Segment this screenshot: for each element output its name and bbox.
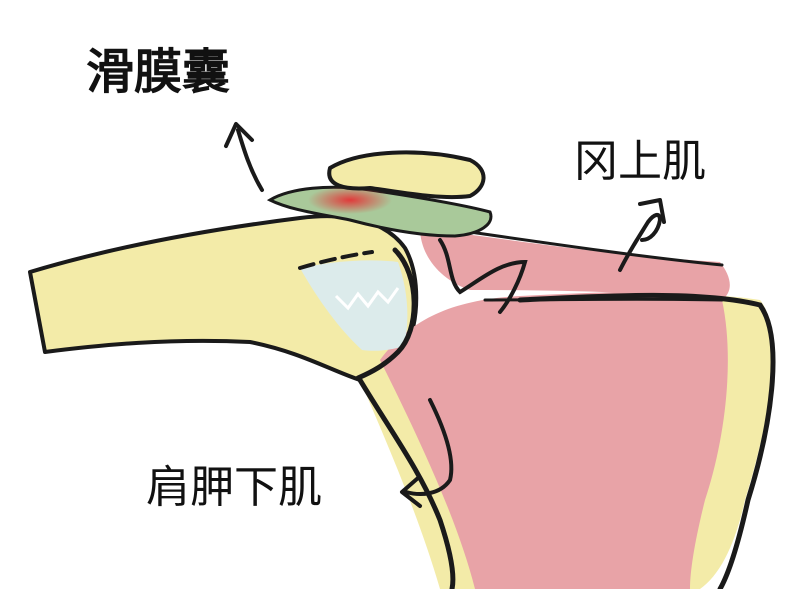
articular-cartilage	[300, 260, 408, 351]
muscle-mass	[380, 292, 728, 589]
subscapularis-arrowhead	[400, 476, 422, 508]
muscle-outline-left	[357, 377, 456, 589]
scapula-outline-right	[517, 292, 776, 589]
supraspinatus-arrowhead	[638, 198, 666, 224]
bursa-label: 滑膜囊	[86, 44, 231, 100]
subscapularis-label: 肩胛下肌	[146, 462, 322, 513]
supraspinatus-muscle	[420, 228, 730, 300]
coracoid-process	[438, 238, 528, 314]
bursa-inflammation	[308, 186, 392, 214]
acromion	[327, 150, 486, 200]
supraspinatus-label: 冈上肌	[574, 136, 706, 187]
cartilage-dash	[298, 250, 374, 270]
scapula-outline-inner	[483, 297, 724, 302]
subscapularis-pointer-arrow	[404, 398, 454, 496]
supraspinatus-outline	[468, 230, 724, 267]
cartilage-zigzag	[334, 287, 400, 311]
supraspinatus-pointer-arrow	[618, 213, 663, 272]
glenoid-line	[355, 247, 417, 381]
bursa-pointer-arrow	[236, 128, 264, 192]
bursa-arrowhead	[224, 122, 254, 148]
